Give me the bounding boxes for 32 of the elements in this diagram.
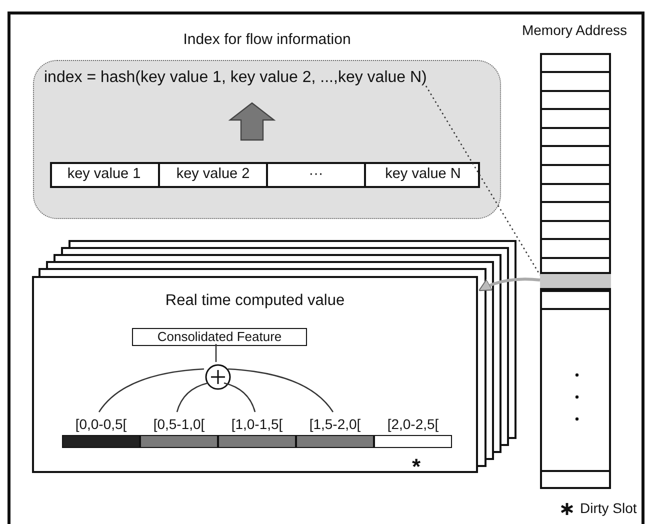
bin-segment	[218, 416, 296, 448]
bin-range-label: [0,5-1,0[	[152, 416, 206, 432]
card-title: Real time computed value	[164, 292, 346, 310]
panel-title: Index for flow information	[182, 31, 352, 48]
bin-segment	[140, 416, 218, 448]
dirty-slot-mark: *	[412, 454, 421, 480]
column-title: Memory Address	[520, 22, 628, 38]
sum-circle-icon	[205, 364, 231, 390]
highlighted-slot	[540, 272, 611, 290]
bin-segment	[296, 416, 374, 448]
connector-line	[215, 344, 217, 362]
connector-line	[98, 368, 204, 412]
bin-range-label: [0,0-0,5[	[74, 416, 128, 432]
hash-formula: index = hash(key value 1, key value 2, ...,key value N)	[44, 66, 427, 90]
connector-line	[176, 382, 208, 412]
feature-box: Consolidated Feature	[132, 328, 307, 346]
connector-line	[228, 368, 334, 412]
key-value-cell: key value 2	[160, 162, 268, 188]
bin-range-label: [1,5-2,0[	[308, 416, 362, 432]
key-value-cell: key value N	[366, 162, 480, 188]
key-value-row	[50, 162, 480, 188]
bin-range-label: [1,0-1,5[	[230, 416, 284, 432]
legend-label: Dirty Slot	[580, 500, 637, 516]
key-value-cell: ···	[268, 162, 366, 188]
block-arrow	[228, 102, 276, 141]
curved-arrow	[478, 278, 540, 292]
connector-line	[224, 382, 256, 412]
key-value-cell: key value 1	[50, 162, 160, 188]
dotted-leader-line	[425, 86, 541, 276]
bin-range-label: [2,0-2,5[	[386, 416, 440, 432]
computed-value-card	[32, 276, 478, 473]
bin-segment	[62, 416, 140, 448]
